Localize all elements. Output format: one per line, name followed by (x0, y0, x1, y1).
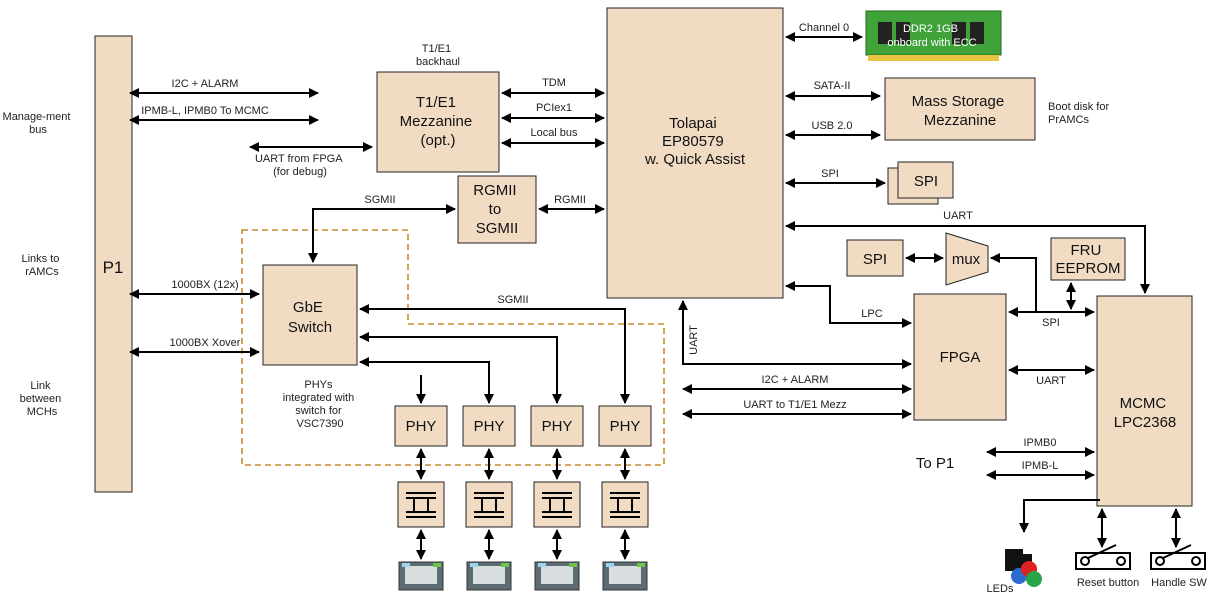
magnetics-icon (397, 481, 445, 528)
p1-connector (94, 35, 133, 493)
pciex1-label: PCIex1 (536, 102, 572, 114)
i2c-alarm-label: I2C + ALARM (762, 374, 829, 386)
tolapai-block (606, 7, 784, 299)
spi-flash-top-label: SPI (914, 173, 938, 190)
phy-label: PHY (610, 418, 641, 435)
phy-label: PHY (406, 418, 437, 435)
phy-block (394, 405, 448, 447)
fpga-label: FPGA (940, 349, 981, 366)
magnetics-icon (601, 481, 649, 528)
uart-t1e1-label: UART to T1/E1 Mezz (743, 399, 846, 411)
uart-top-label: UART (943, 210, 973, 222)
signal-labels: I2C + ALARM IPMB-L, IPMB0 To MCMC TDM PC… (141, 22, 1066, 472)
spi-bus-label: SPI (821, 168, 839, 180)
spi-flash-label: SPI (863, 251, 887, 268)
fpga-block (913, 293, 1007, 421)
local-bus-label: Local bus (530, 127, 578, 139)
gbe-switch-block (262, 264, 358, 366)
i2c-alarm-p1-label: I2C + ALARM (172, 78, 239, 90)
rj45-jack-icon (534, 561, 580, 591)
1000bx-12x-label: 1000BX (12x) (171, 279, 238, 291)
uart-fpga-mcmc-label: UART (1036, 375, 1066, 387)
phy-block (598, 405, 652, 447)
lpc-label: LPC (861, 308, 882, 320)
rj45-jack-icon (602, 561, 648, 591)
ipmb-l-label: IPMB-L (1022, 460, 1059, 472)
usb-label: USB 2.0 (812, 120, 853, 132)
uart-from-fpga-label: UART from FPGA (for debug) (255, 153, 345, 178)
t1e1-mezzanine-block (376, 71, 500, 173)
1000bx-xover-label: 1000BX Xover (170, 337, 241, 349)
link-mchs-label: Link between MCHs (20, 380, 65, 418)
connections (129, 32, 1181, 560)
ipmb0-label: IPMB0 (1023, 437, 1056, 449)
t1e1-mezzanine-label: T1/E1 Mezzanine (opt.) (400, 94, 477, 149)
rj45-jack-icon (398, 561, 444, 591)
phy-block (530, 405, 584, 447)
tdm-label: TDM (542, 77, 566, 89)
links-ramcs-label: Links to rAMCs (22, 253, 63, 278)
p1-label: P1 (103, 258, 124, 277)
sgmii-mid-label: SGMII (497, 294, 528, 306)
rj45-jack-icon (466, 561, 512, 591)
uart-vertical-label: UART (688, 325, 700, 355)
mux-label: mux (952, 251, 981, 268)
phy-column-4: PHY (598, 405, 652, 447)
phy-label: PHY (474, 418, 505, 435)
magnetics-icon (465, 481, 513, 528)
ddr2-module-icon: DDR2 1GB onboard with ECC (865, 10, 1002, 61)
mcmc-block (1096, 295, 1193, 507)
rgmii-sgmii-label: RGMII to SGMII (473, 182, 521, 237)
rgmii-label: RGMII (554, 194, 586, 206)
to-p1-label: To P1 (916, 455, 954, 472)
management-bus-label: Manage-ment bus (3, 111, 74, 136)
boot-disk-label: Boot disk for PrAMCs (1048, 101, 1112, 126)
rj45-row (398, 561, 648, 591)
handle-switch-icon (1150, 544, 1206, 570)
rgmii-sgmii-block (457, 175, 537, 244)
mass-storage-block (884, 77, 1036, 141)
tolapai-label: Tolapai EP80579 w. Quick Assist (644, 115, 746, 168)
phy-column-3: PHY (530, 405, 584, 447)
spi-flash-top-block (897, 161, 954, 199)
t1e1-backhaul-label: T1/E1 backhaul (416, 43, 460, 68)
ddr2-label: DDR2 1GB onboard with ECC (887, 23, 976, 49)
magnetics-row (397, 481, 649, 528)
leds-icon (1005, 549, 1042, 587)
handle-switch-label: Handle SW (1151, 577, 1207, 589)
reset-button-icon (1075, 544, 1131, 570)
gbe-switch-label: GbE Switch (288, 299, 332, 336)
channel-0-label: Channel 0 (799, 22, 849, 34)
mass-storage-label: Mass Storage Mezzanine (912, 93, 1009, 129)
magnetics-icon (533, 481, 581, 528)
leds-label: LEDs (987, 583, 1014, 594)
phy-block (462, 405, 516, 447)
sata-label: SATA-II (814, 80, 851, 92)
mcmc-label: MCMC LPC2368 (1114, 395, 1177, 431)
phys-note-label: PHYs integrated with switch for VSC7390 (283, 379, 358, 430)
phy-column-1: PHY (394, 405, 448, 447)
ipmb-to-mcmc-label: IPMB-L, IPMB0 To MCMC (141, 105, 269, 117)
reset-button-label: Reset button (1077, 577, 1139, 589)
phy-column-2: PHY (462, 405, 516, 447)
phy-label: PHY (542, 418, 573, 435)
spi-fpga-label: SPI (1042, 317, 1060, 329)
sgmii-top-label: SGMII (364, 194, 395, 206)
